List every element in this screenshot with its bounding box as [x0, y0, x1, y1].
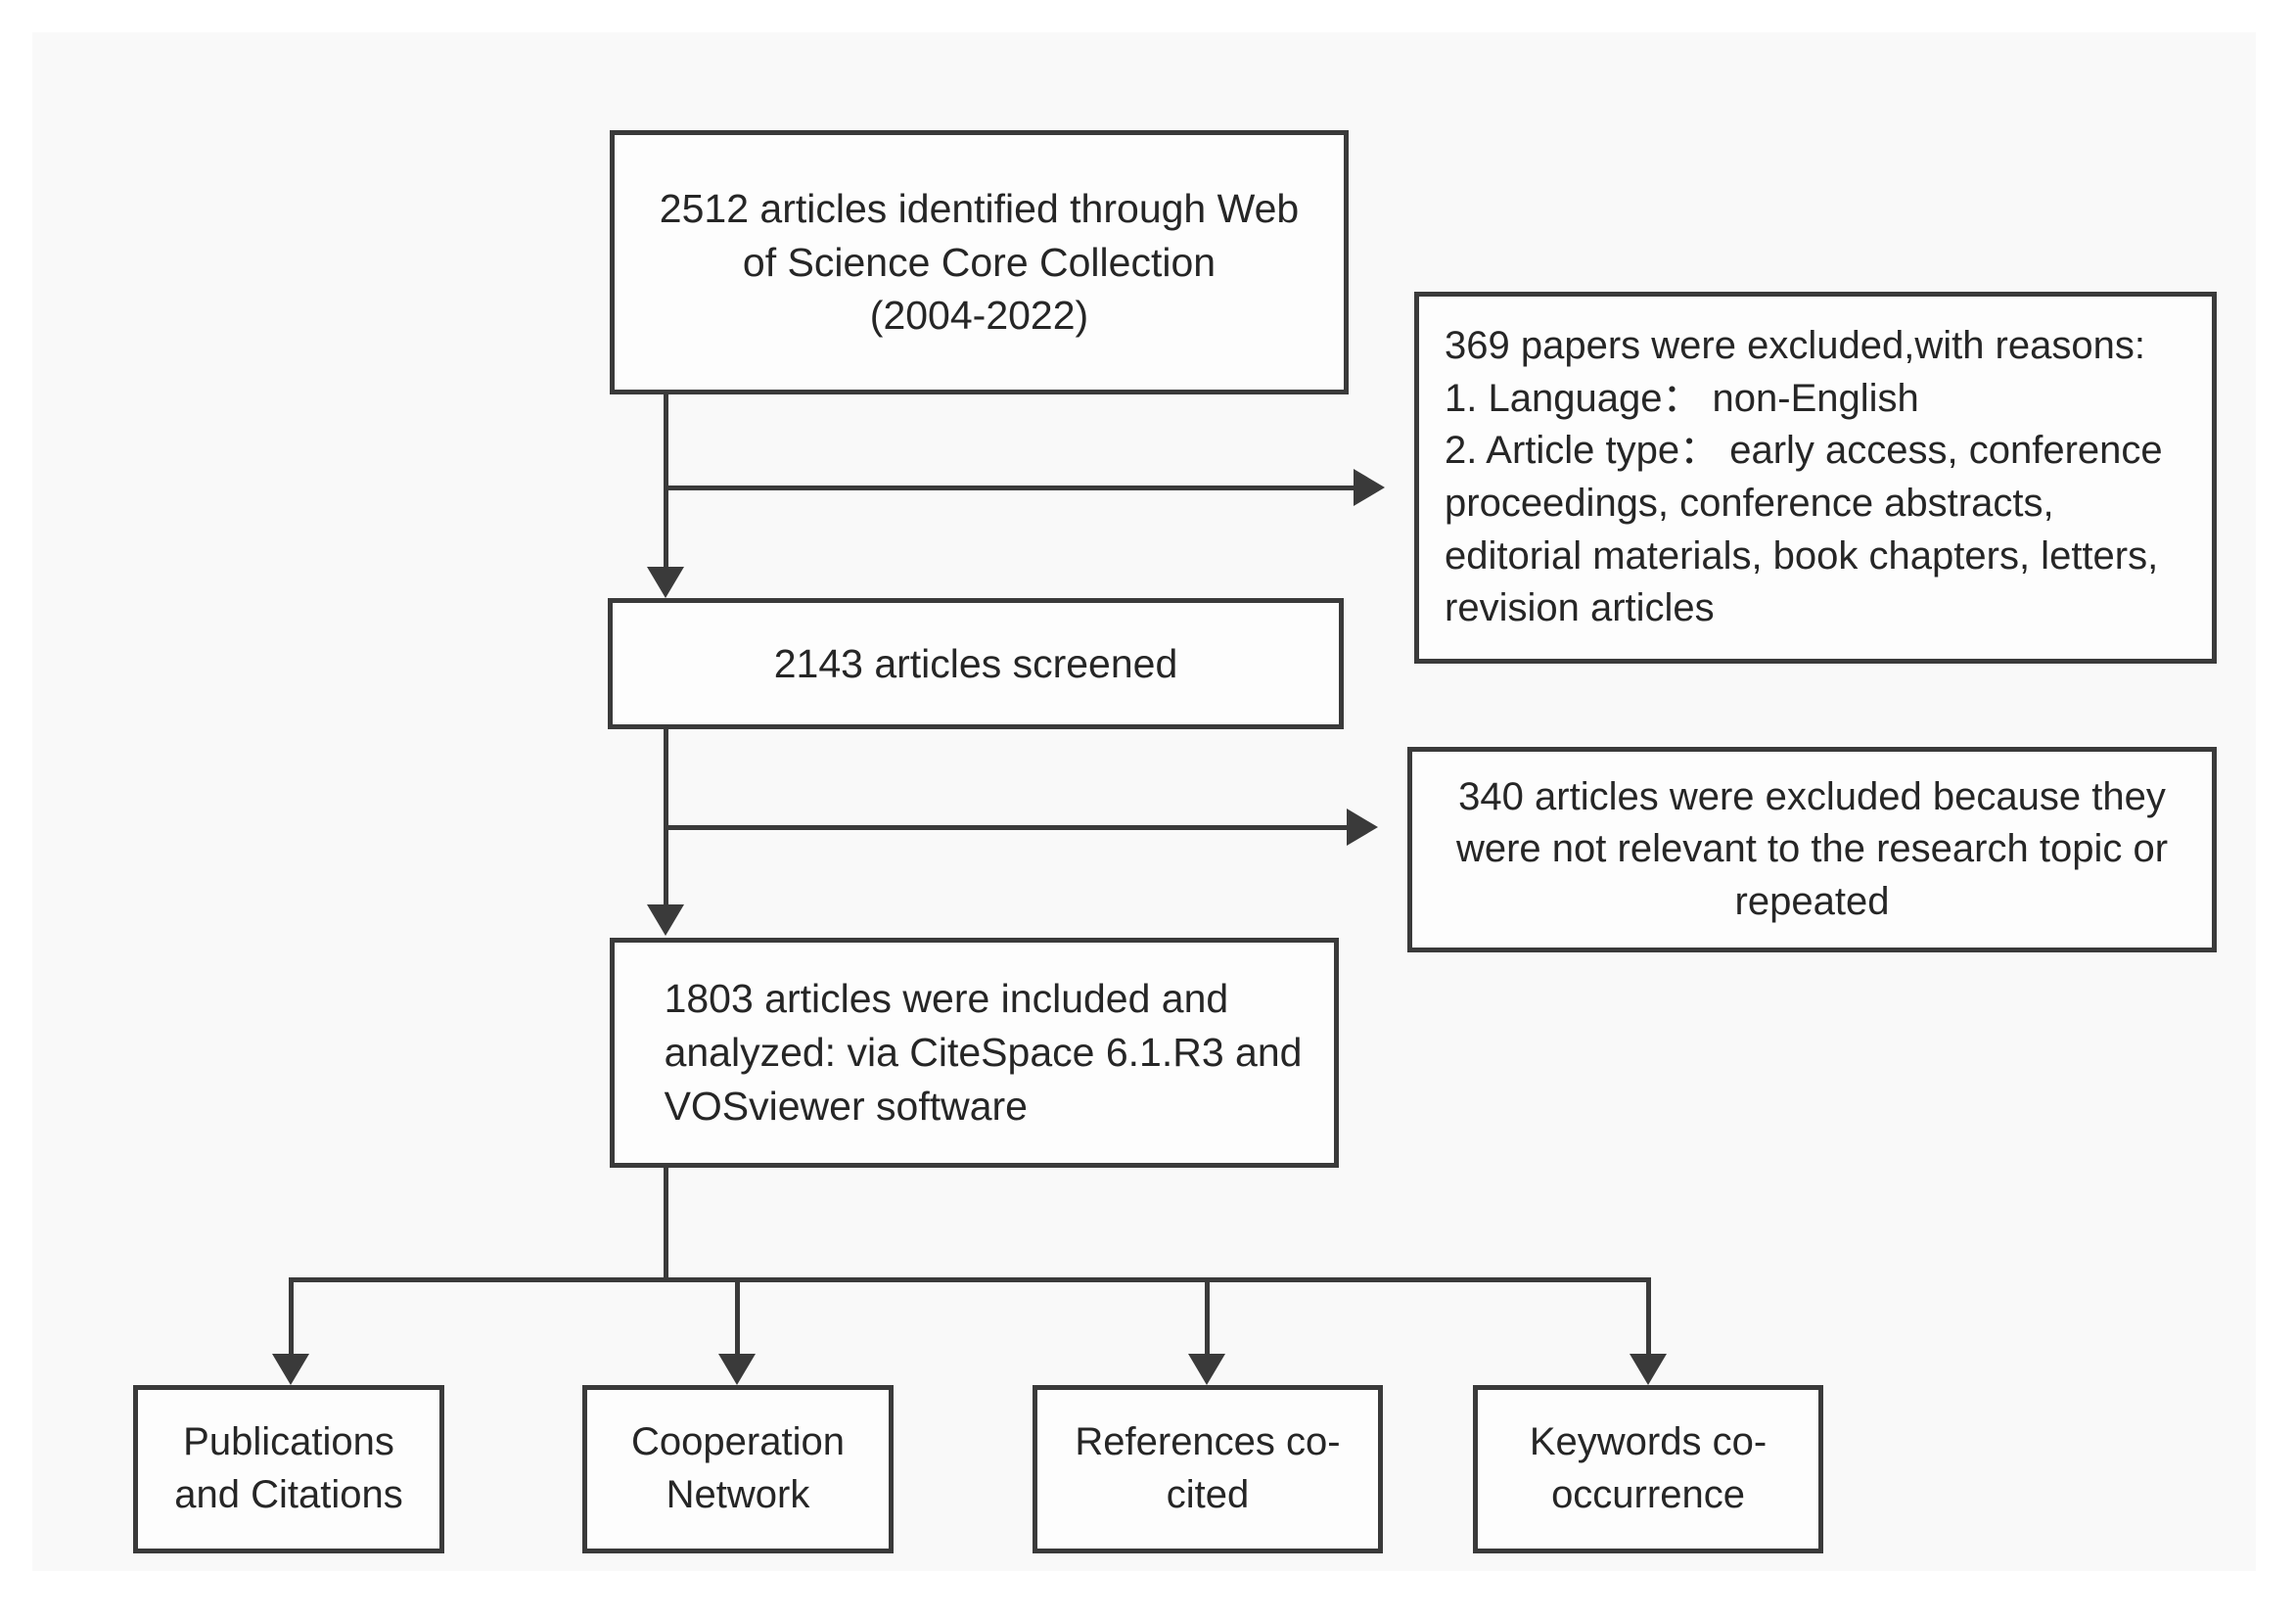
node-articles-excluded-not-relevant-label: 340 articles were excluded because they …: [1455, 774, 2169, 923]
node-output-publications-and-citations-label: Publications and Citations: [174, 1420, 403, 1516]
connector-bus-to-output-1: [735, 1277, 740, 1356]
node-articles-included-analyzed-label: 1803 articles were included and analyzed…: [664, 976, 1303, 1129]
node-output-cooperation-network: Cooperation Network: [582, 1385, 894, 1553]
node-output-keywords-co-occurrence: Keywords co- occurrence: [1473, 1385, 1823, 1553]
node-papers-excluded-reasons-label: 369 papers were excluded,with reasons: 1…: [1445, 324, 2163, 630]
arrowhead-output-0: [272, 1354, 309, 1385]
connector-output-bus: [289, 1277, 1651, 1282]
connector-screened-to-excluded-2: [664, 825, 1349, 830]
diagram-panel: 2512 articles identified through Web of …: [32, 32, 2256, 1571]
node-articles-identified: 2512 articles identified through Web of …: [610, 130, 1349, 394]
node-papers-excluded-reasons: 369 papers were excluded,with reasons: 1…: [1414, 292, 2217, 664]
node-output-keywords-co-occurrence-label: Keywords co- occurrence: [1529, 1420, 1768, 1516]
arrowhead-identified-to-excluded-1: [1354, 469, 1385, 506]
arrowhead-output-1: [718, 1354, 756, 1385]
node-articles-identified-label: 2512 articles identified through Web of …: [659, 185, 1300, 339]
arrowhead-output-2: [1188, 1354, 1225, 1385]
connector-screened-to-included: [664, 729, 668, 906]
connector-bus-to-output-2: [1205, 1277, 1210, 1356]
node-output-publications-and-citations: Publications and Citations: [133, 1385, 444, 1553]
node-output-references-co-cited-label: References co- cited: [1075, 1420, 1341, 1516]
node-articles-screened-label: 2143 articles screened: [773, 640, 1178, 686]
connector-bus-to-output-3: [1646, 1277, 1651, 1356]
node-articles-included-analyzed: 1803 articles were included and analyzed…: [610, 938, 1339, 1168]
connector-identified-to-excluded-1: [664, 486, 1355, 490]
connector-included-to-bus: [664, 1168, 668, 1282]
node-output-cooperation-network-label: Cooperation Network: [631, 1420, 845, 1516]
connector-identified-to-screened: [664, 394, 668, 569]
arrowhead-output-3: [1630, 1354, 1667, 1385]
node-output-references-co-cited: References co- cited: [1033, 1385, 1383, 1553]
connector-bus-to-output-0: [289, 1277, 294, 1356]
arrowhead-screened-to-included: [647, 904, 684, 936]
node-articles-screened: 2143 articles screened: [608, 598, 1344, 729]
arrowhead-identified-to-screened: [647, 567, 684, 598]
arrowhead-screened-to-excluded-2: [1347, 809, 1378, 846]
node-articles-excluded-not-relevant: 340 articles were excluded because they …: [1407, 747, 2217, 952]
